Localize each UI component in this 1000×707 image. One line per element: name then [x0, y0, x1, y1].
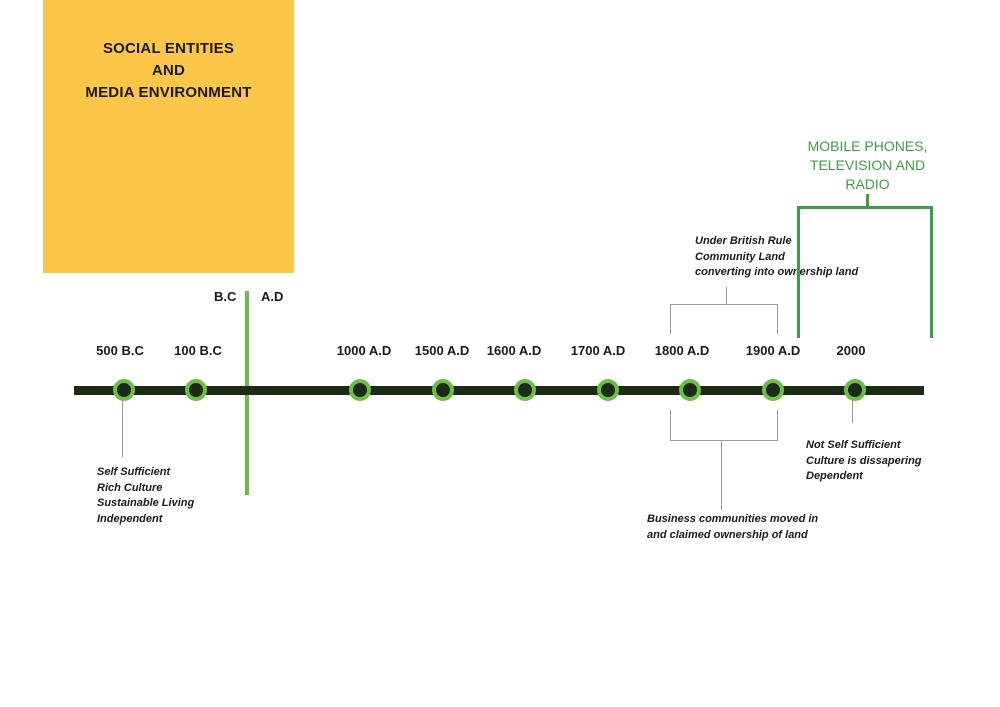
year-label: 1700 A.D: [570, 343, 626, 358]
timeline-node: [514, 379, 536, 401]
ancient-note-line: Sustainable Living: [97, 497, 195, 509]
timeline-node: [597, 379, 619, 401]
media-label-line: MOBILE PHONES,: [807, 138, 928, 154]
diagram-title: SOCIAL ENTITIES AND MEDIA ENVIRONMENT: [43, 38, 294, 104]
ancient-note: Self Sufficient Rich Culture Sustainable…: [97, 465, 194, 527]
modern-note-line: Dependent: [806, 470, 863, 482]
media-bracket-right: [930, 206, 933, 338]
modern-note-line: Culture is dissapering: [806, 454, 922, 467]
year-label: 1000 A.D: [336, 343, 392, 358]
year-label: 2000: [836, 343, 866, 358]
modern-connector: [852, 397, 853, 423]
british-rule-note: Under British Rule Community Land conver…: [695, 234, 858, 281]
media-label-line: RADIO: [845, 176, 890, 192]
title-line-1: SOCIAL ENTITIES: [102, 40, 235, 57]
media-label-line: TELEVISION AND: [809, 157, 926, 173]
ancient-note-line: Rich Culture: [97, 481, 163, 494]
modern-note-line: Not Self Sufficient: [806, 439, 901, 451]
ancient-note-line: Independent: [97, 512, 163, 525]
media-bracket-bar: [797, 206, 933, 209]
ancient-note-line: Self Sufficient: [97, 466, 171, 478]
timeline-bar: [74, 386, 924, 395]
year-label: 1600 A.D: [486, 343, 542, 358]
timeline-node: [185, 379, 207, 401]
year-label: 500 B.C: [96, 343, 144, 358]
title-box: SOCIAL ENTITIES AND MEDIA ENVIRONMENT: [43, 0, 294, 273]
ancient-connector: [122, 397, 123, 457]
business-bracket-right: [777, 410, 778, 441]
era-label-ad: A.D: [261, 289, 284, 304]
timeline-node: [349, 379, 371, 401]
british-bracket-right: [777, 304, 778, 334]
timeline-node: [113, 379, 135, 401]
business-bracket-left: [670, 410, 671, 441]
year-label: 1800 A.D: [654, 343, 710, 358]
timeline-node: [679, 379, 701, 401]
year-label: 100 B.C: [174, 343, 222, 358]
media-bracket-stem: [866, 194, 869, 208]
business-note: Business communities moved in and claime…: [647, 512, 818, 543]
business-bracket-stem: [721, 440, 722, 510]
media-bracket-left: [797, 206, 800, 338]
british-note-line: Community Land: [695, 250, 785, 263]
modern-note: Not Self Sufficient Culture is dissaperi…: [806, 438, 922, 485]
business-note-line: and claimed ownership of land: [647, 528, 808, 541]
british-bracket-left: [670, 304, 671, 334]
timeline-node: [432, 379, 454, 401]
era-label-bc: B.C: [214, 289, 237, 304]
timeline-node: [844, 379, 866, 401]
business-note-line: Business communities moved in: [647, 513, 819, 525]
media-label: MOBILE PHONES, TELEVISION AND RADIO: [790, 137, 945, 194]
year-label: 1900 A.D: [745, 343, 801, 358]
british-bracket-stem: [726, 287, 727, 305]
year-label: 1500 A.D: [414, 343, 470, 358]
timeline-node: [762, 379, 784, 401]
british-bracket-bar: [670, 304, 778, 305]
british-note-line: converting into ownership land: [695, 266, 859, 278]
british-note-line: Under British Rule: [695, 235, 792, 247]
title-line-3: MEDIA ENVIRONMENT: [85, 84, 252, 101]
title-line-2: AND: [151, 62, 186, 79]
business-bracket-bar: [670, 440, 778, 441]
